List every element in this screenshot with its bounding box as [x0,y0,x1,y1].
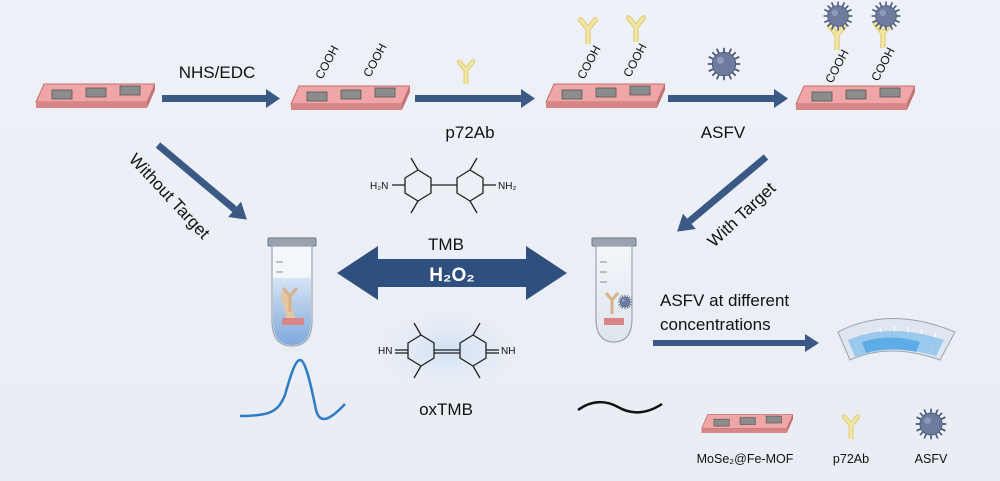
cooh-label: COOH [822,47,851,85]
cooh-label: COOH [312,43,341,81]
chip-virus [795,85,915,111]
antibody-icon [876,24,891,48]
oxtmb-label: oxTMB [419,400,473,419]
virus-icon [870,0,902,32]
cooh-label: COOH [868,45,897,83]
arrow-without-target [155,142,247,220]
step-label-nhs-edc: NHS/EDC [179,63,256,82]
tube-with-target [591,237,637,343]
oxtmb-hn: HN [378,346,392,357]
tmb-structure [392,157,496,214]
label-without-target: Without Target [125,150,214,243]
detection-arrow [653,334,819,352]
chip-cooh [290,85,410,111]
oxtmb-structure [395,322,499,379]
cooh-label: COOH [574,43,603,81]
virus-icon [706,46,742,82]
legend-chip-label: MoSe₂@Fe-MOF [697,452,794,466]
h2o2-label: H₂O₂ [429,265,474,286]
cooh-label: COOH [620,41,649,79]
step-label-p72ab: p72Ab [445,123,494,142]
arrow-with-target [677,154,769,232]
tube-without-target [267,237,317,347]
tmb-h2n: H₂N [370,181,388,192]
step-arrows [162,89,788,108]
label-with-target: With Target [704,178,780,251]
chip-bare [35,83,155,109]
cooh-label: COOH [360,41,389,79]
signal-curve-high [239,358,346,421]
tmb-nh2: NH₂ [498,181,516,192]
legend-chip-icon [701,414,793,434]
chip-antibody [545,83,665,109]
virus-icon [822,0,854,32]
oxtmb-nh: NH [501,346,515,357]
legend-antibody-icon [844,417,857,439]
step-label-asfv: ASFV [701,123,746,142]
h2o2-double-arrow [337,246,567,300]
detection-label-line2: concentrations [660,315,771,334]
antibody-icon [581,20,596,44]
color-fan-tubes [837,318,956,361]
tmb-label: TMB [428,235,464,254]
antibody-icon [459,62,472,84]
antibody-icon [629,18,644,42]
detection-label-line1: ASFV at different [660,291,789,310]
signal-curve-low [577,400,663,414]
legend-virus-icon [914,407,948,441]
legend-virus-label: ASFV [915,452,948,466]
legend-antibody-label: p72Ab [833,452,869,466]
